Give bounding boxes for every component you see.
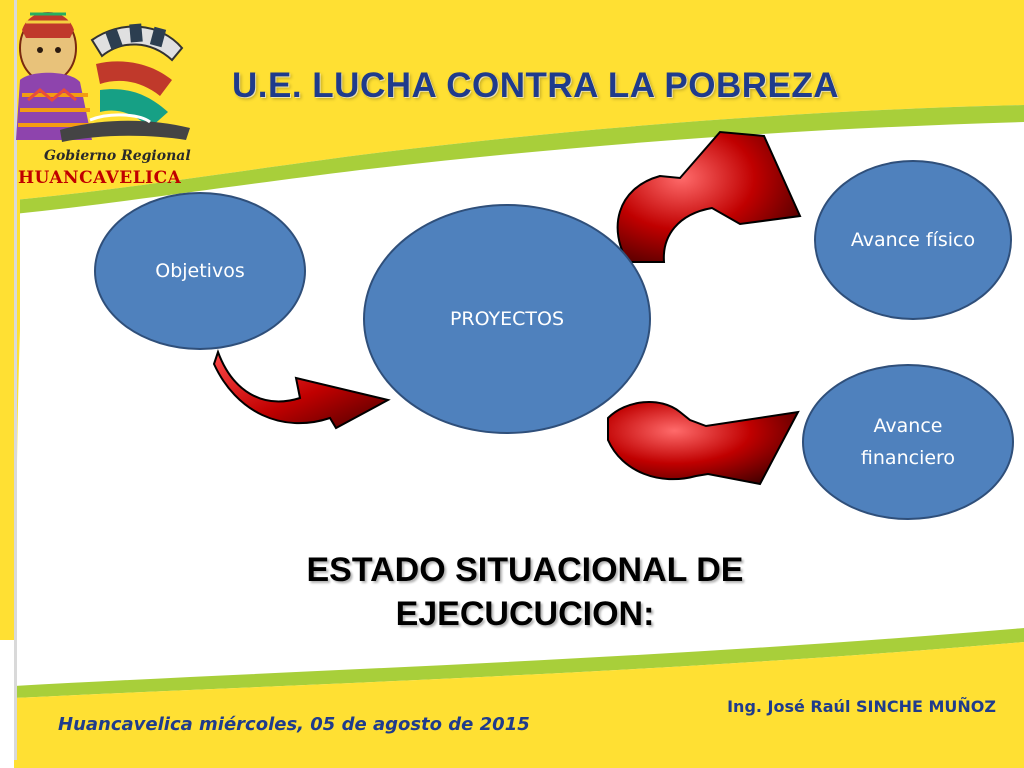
- logo-subtitle: Gobierno Regional: [44, 148, 191, 164]
- arrow-avance-financiero-to-proyectos-icon: [607, 401, 800, 486]
- presentation-date: Huancavelica miércoles, 05 de agosto de …: [58, 714, 530, 735]
- arrow-proyectos-to-avance-fisico-icon: [616, 130, 802, 263]
- node-objetivos-label: Objetivos: [155, 260, 245, 282]
- page-title: U.E. LUCHA CONTRA LA POBREZA: [232, 66, 840, 105]
- logo-emblem-icon: [16, 12, 190, 142]
- node-proyectos-label: PROYECTOS: [449, 308, 565, 330]
- node-avance-fisico-label: Avance físico: [850, 229, 976, 251]
- node-avance-fisico: Avance físico: [814, 160, 1012, 320]
- node-proyectos: PROYECTOS: [363, 204, 651, 434]
- node-objetivos: Objetivos: [94, 192, 306, 350]
- arrow-objetivos-to-proyectos-icon: [212, 348, 391, 430]
- left-frame-line: [14, 0, 17, 760]
- node-avance-financiero: Avance financiero: [802, 364, 1014, 520]
- logo-title: HUANCAVELICA: [18, 168, 182, 188]
- author-name: Ing. José Raúl SINCHE MUÑOZ: [727, 697, 996, 716]
- status-heading: ESTADO SITUACIONAL DE EJECUCUCION:: [306, 551, 744, 633]
- node-avance-financiero-label: Avance financiero: [860, 415, 956, 469]
